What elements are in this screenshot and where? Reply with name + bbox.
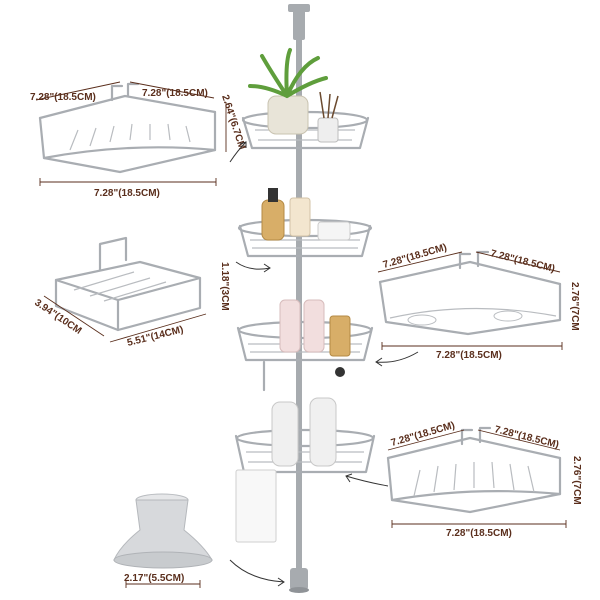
middle-basket-arrow — [375, 351, 419, 367]
shelf-4-with-bottles-and-towel — [234, 397, 376, 543]
bottom-basket-front: 7.28"(18.5CM) — [446, 528, 512, 539]
shelf-3-with-bottles — [236, 299, 374, 392]
shelf-gap-arrow — [235, 261, 271, 273]
base-cup-detail — [113, 493, 213, 588]
soap-holder-width: 5.51"(14CM) — [126, 324, 184, 349]
middle-basket-front: 7.28"(18.5CM) — [436, 350, 502, 361]
bottom-basket-height: 2.76"(7CM — [571, 456, 582, 505]
shelf-gap: 1.18"(3CM — [219, 262, 230, 311]
soap-holder-detail — [43, 236, 207, 343]
top-basket-right-edge: 7.28"(18.5CM) — [142, 88, 208, 99]
shelf-2-with-toiletries — [237, 188, 373, 258]
base-diameter: 2.17"(5.5CM) — [124, 573, 184, 584]
bottom-basket-detail — [386, 426, 567, 528]
top-basket-front: 7.28"(18.5CM) — [94, 188, 160, 199]
top-basket-detail — [35, 81, 227, 186]
bottom-basket-right-edge: 7.28"(18.5CM) — [493, 424, 560, 451]
base-arrow — [229, 559, 285, 587]
top-basket-arrow — [229, 141, 247, 163]
middle-basket-right-edge: 7.28"(18.5CM) — [489, 248, 556, 275]
middle-basket-detail — [377, 250, 563, 350]
shelf-1-with-plant — [241, 48, 370, 150]
middle-basket-height: 2.76"(7CM — [569, 282, 580, 331]
bottom-basket-arrow — [345, 473, 389, 487]
middle-basket-left-edge: 7.28"(18.5CM) — [382, 242, 448, 271]
top-basket-left-edge: 7.28"(18.5CM) — [30, 92, 96, 103]
